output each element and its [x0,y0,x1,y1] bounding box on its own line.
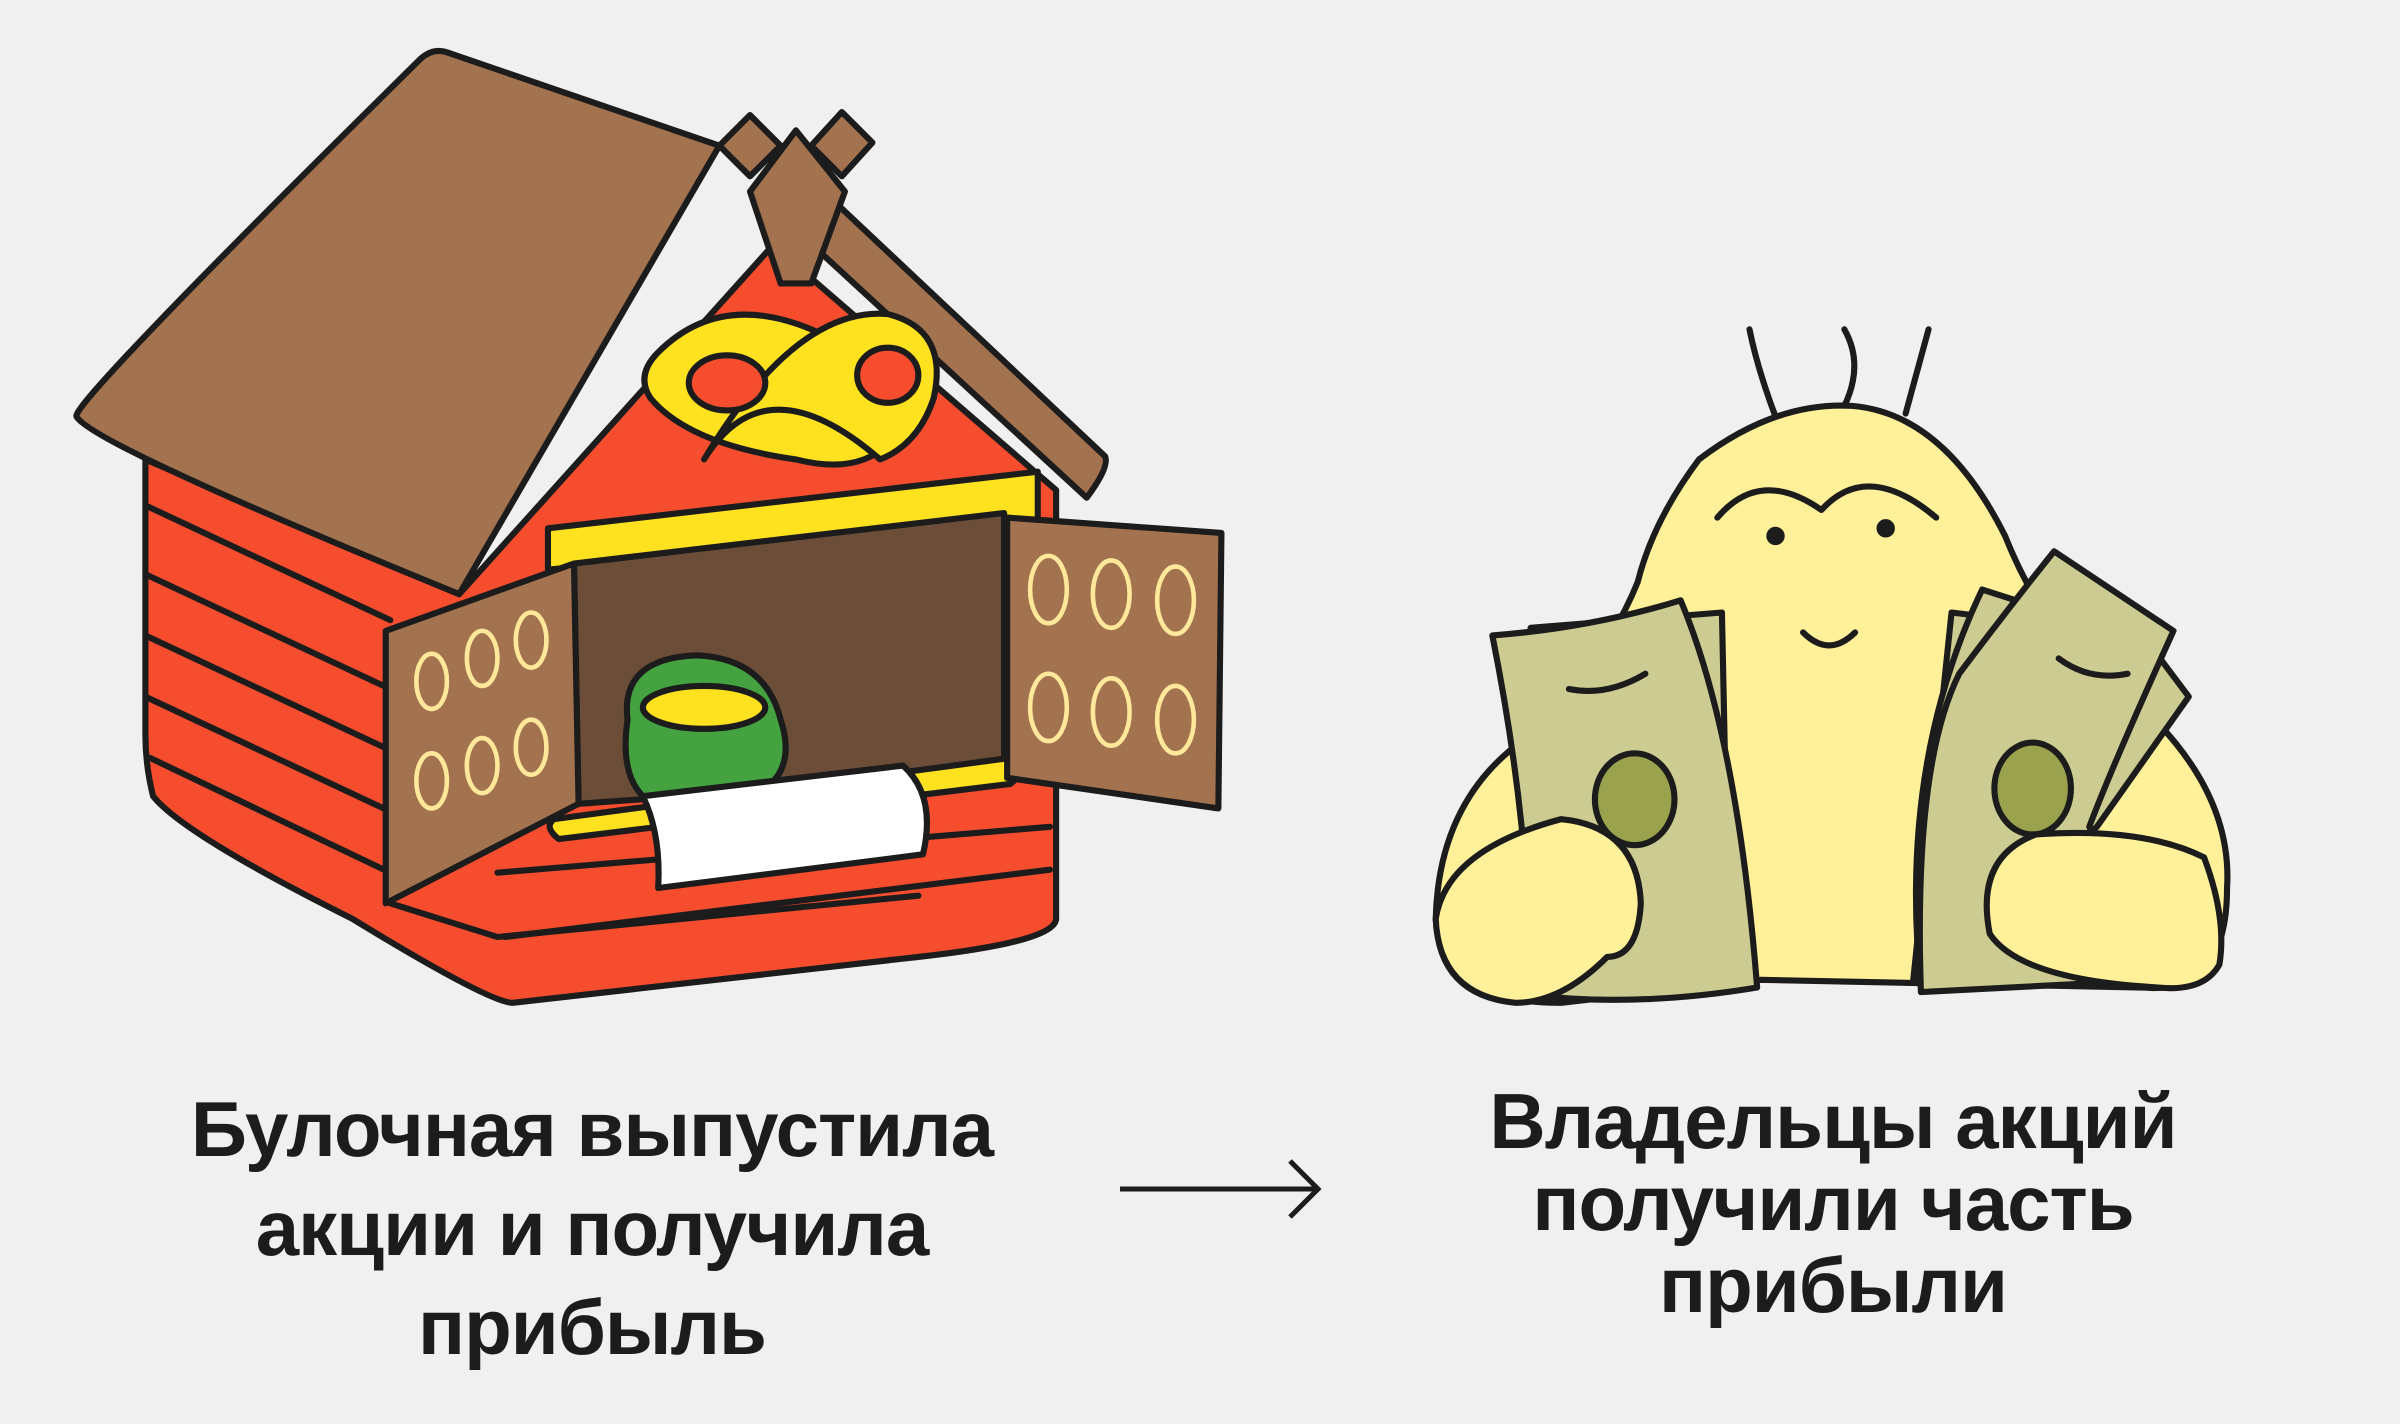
right-caption-line: получили часть [1532,1159,2134,1247]
roof-ornament [746,127,848,287]
pretzel-sign [641,310,940,468]
arrow-right-icon [1120,1159,1322,1219]
basket [622,652,789,800]
left-caption-line: Булочная выпустила [190,1085,994,1173]
left-shutter [382,560,582,907]
left-caption-line: акции и получила [255,1184,929,1272]
left-caption-line: прибыль [418,1283,767,1371]
roof-beam [792,183,1109,501]
shutter-pretzels [414,553,1197,811]
right-caption: Владельцы акций получили часть прибыли [1380,1080,2286,1326]
roof [73,47,723,598]
left-caption: Булочная выпустила акции и получила приб… [142,1080,1042,1377]
right-hand [1983,829,2225,992]
shareholder-character-illustration [1432,326,2231,1006]
left-hand [1432,816,1644,1006]
right-caption-line: прибыли [1659,1241,2008,1329]
right-caption-line: Владельцы акций [1489,1077,2177,1165]
counter-paper [639,762,931,892]
money-right [1910,548,2192,996]
bakery-house-illustration [73,47,1225,1006]
